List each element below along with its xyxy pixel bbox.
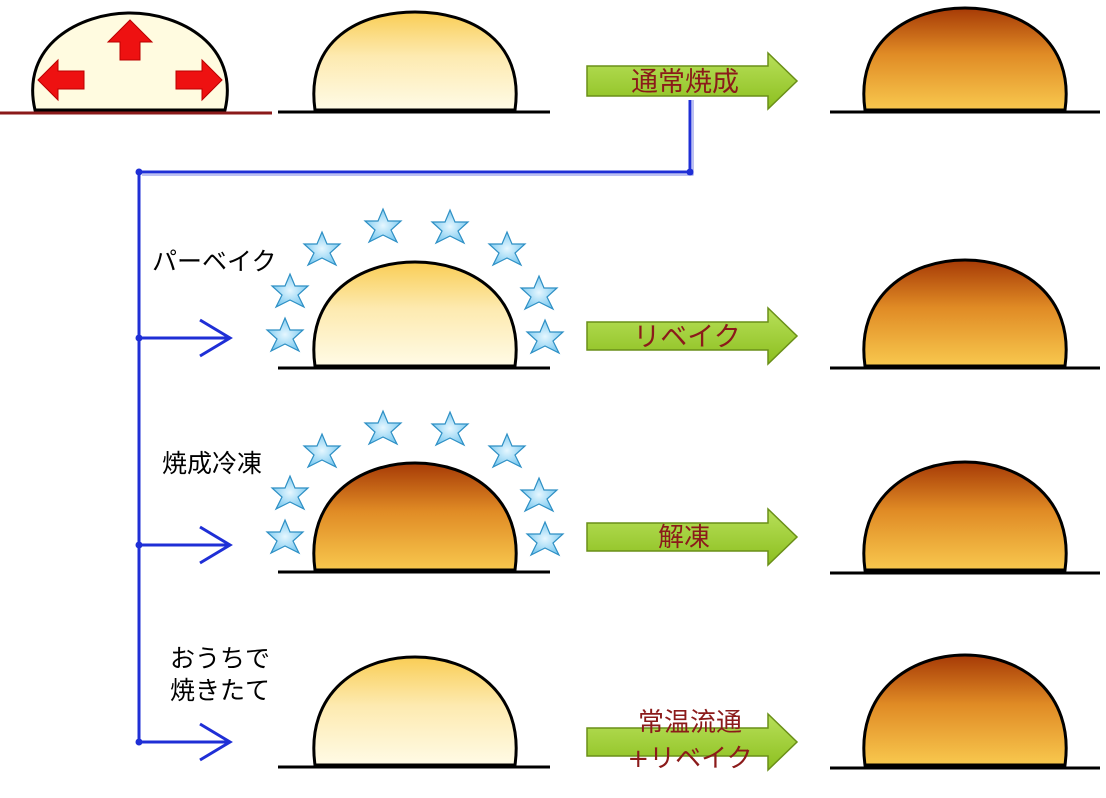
process-arrow-rebake: リベイク [586, 306, 799, 366]
label-home-line2: 焼きたて [170, 676, 270, 705]
label-normal-bake: 通常焼成 [631, 67, 739, 98]
label-par-bake: パーベイク [152, 247, 277, 276]
label-home-line1: おうちで [170, 644, 270, 673]
expand-arrow-up [106, 19, 154, 61]
baked-bread-row3 [830, 460, 1100, 575]
label-ambient-line1: 常温流通 [638, 708, 742, 738]
process-arrow-ambient-rebake: 常温流通 +リベイク [586, 708, 799, 774]
expand-arrow-left [37, 58, 85, 102]
label-rebake: リベイク [633, 322, 740, 353]
label-thaw: 解凍 [658, 523, 710, 553]
process-arrow-normal-bake: 通常焼成 [586, 51, 799, 111]
snowflakes-row2 [265, 207, 565, 355]
expanding-dough [0, 11, 272, 115]
label-ambient-line2: +リベイク [627, 744, 752, 774]
dough-row1 [278, 10, 550, 114]
baked-bread-row4 [830, 653, 1100, 770]
baked-bread-row2 [830, 258, 1100, 370]
label-baked-frozen: 焼成冷凍 [162, 449, 262, 478]
dough-row2 [278, 260, 550, 370]
process-arrow-thaw: 解凍 [586, 507, 799, 567]
baked-bread-row1 [830, 6, 1100, 114]
baked-bread-frozen [278, 461, 550, 574]
snowflakes-row3 [265, 409, 565, 557]
dough-row4 [278, 655, 550, 769]
expand-arrow-right [175, 58, 223, 102]
flow-lines [135, 100, 694, 762]
